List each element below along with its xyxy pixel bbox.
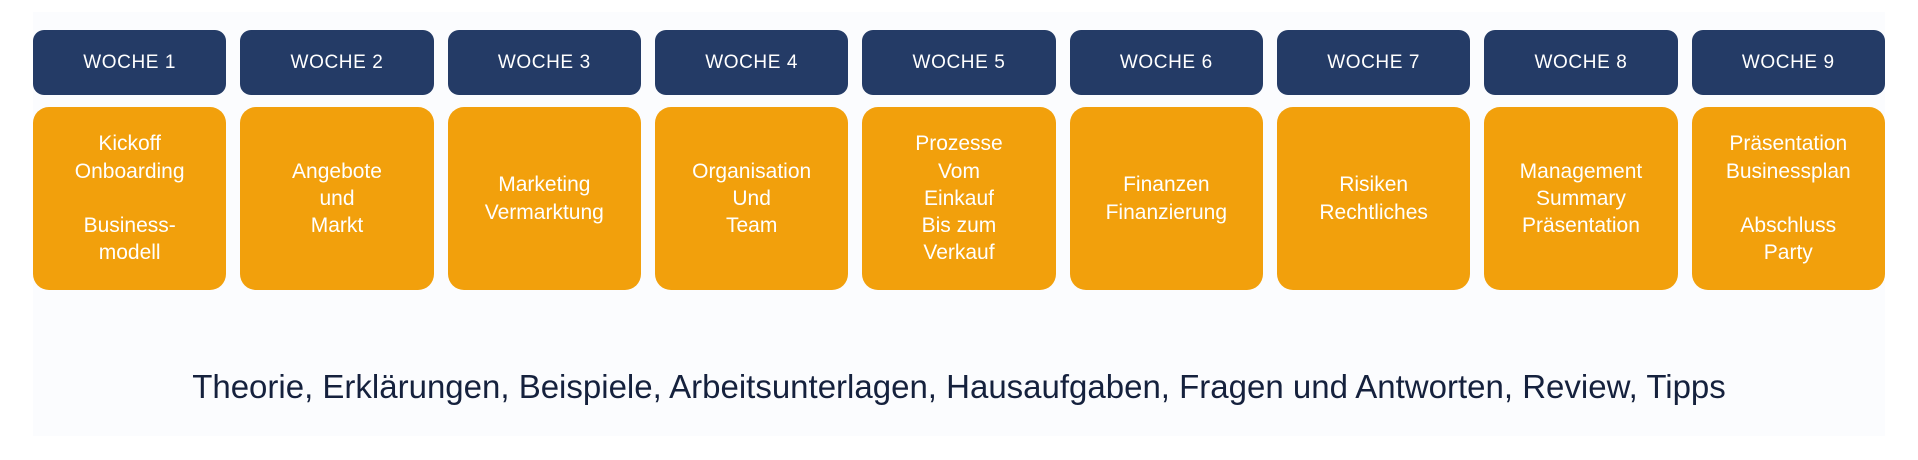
week-body-4[interactable]: Organisation Und Team [654, 107, 849, 290]
week-column-6: WOCHE 6 Finanzen Finanzierung [1069, 30, 1263, 290]
roadmap-caption: Theorie, Erklärungen, Beispiele, Arbeits… [192, 368, 1726, 405]
week-header-5[interactable]: WOCHE 5 [862, 30, 1056, 95]
week-body-text-2: Angebote und Markt [292, 159, 382, 238]
week-header-9[interactable]: WOCHE 9 [1691, 30, 1885, 95]
week-column-5: WOCHE 5 Prozesse Vom Einkauf Bis zum Ver… [862, 30, 1056, 290]
week-body-text-6: Finanzen Finanzierung [1105, 173, 1227, 224]
week-body-text-9: Präsentation Businessplan Abschluss Part… [1725, 132, 1851, 265]
week-body-text-5: Prozesse Vom Einkauf Bis zum Verkauf [915, 132, 1003, 265]
week-body-3[interactable]: Marketing Vermarktung [447, 107, 641, 290]
week-body-5[interactable]: Prozesse Vom Einkauf Bis zum Verkauf [862, 107, 1056, 290]
week-body-text-8: Management Summary Präsentation [1519, 159, 1643, 238]
week-body-text-7: Risiken Rechtliches [1319, 173, 1428, 224]
week-header-4[interactable]: WOCHE 4 [654, 30, 849, 95]
week-column-2: WOCHE 2 Angebote und Markt [240, 30, 434, 290]
week-body-1[interactable]: Kickoff Onboarding Business- modell [33, 107, 227, 290]
week-body-text-3: Marketing Vermarktung [484, 173, 604, 224]
week-column-3: WOCHE 3 Marketing Vermarktung [447, 30, 641, 290]
week-header-7[interactable]: WOCHE 7 [1276, 30, 1471, 95]
week-column-8: WOCHE 8 Management Summary Präsentation [1484, 30, 1678, 290]
week-header-1[interactable]: WOCHE 1 [33, 30, 227, 95]
week-body-6[interactable]: Finanzen Finanzierung [1069, 107, 1263, 290]
week-body-9[interactable]: Präsentation Businessplan Abschluss Part… [1691, 107, 1885, 290]
week-header-6[interactable]: WOCHE 6 [1069, 30, 1263, 95]
week-column-7: WOCHE 7 Risiken Rechtliches [1276, 30, 1471, 290]
week-header-2[interactable]: WOCHE 2 [240, 30, 434, 95]
week-column-9: WOCHE 9 Präsentation Businessplan Abschl… [1691, 30, 1885, 290]
week-column-4: WOCHE 4 Organisation Und Team [654, 30, 849, 290]
week-body-8[interactable]: Management Summary Präsentation [1484, 107, 1678, 290]
week-body-text-4: Organisation Und Team [692, 159, 812, 238]
weeks-timeline: WOCHE 1 Kickoff Onboarding Business- mod… [33, 30, 1885, 290]
week-header-3[interactable]: WOCHE 3 [447, 30, 641, 95]
week-body-text-1: Kickoff Onboarding Business- modell [74, 132, 185, 265]
week-column-1: WOCHE 1 Kickoff Onboarding Business- mod… [33, 30, 227, 290]
week-body-7[interactable]: Risiken Rechtliches [1276, 107, 1471, 290]
week-header-8[interactable]: WOCHE 8 [1484, 30, 1678, 95]
week-body-2[interactable]: Angebote und Markt [240, 107, 434, 290]
